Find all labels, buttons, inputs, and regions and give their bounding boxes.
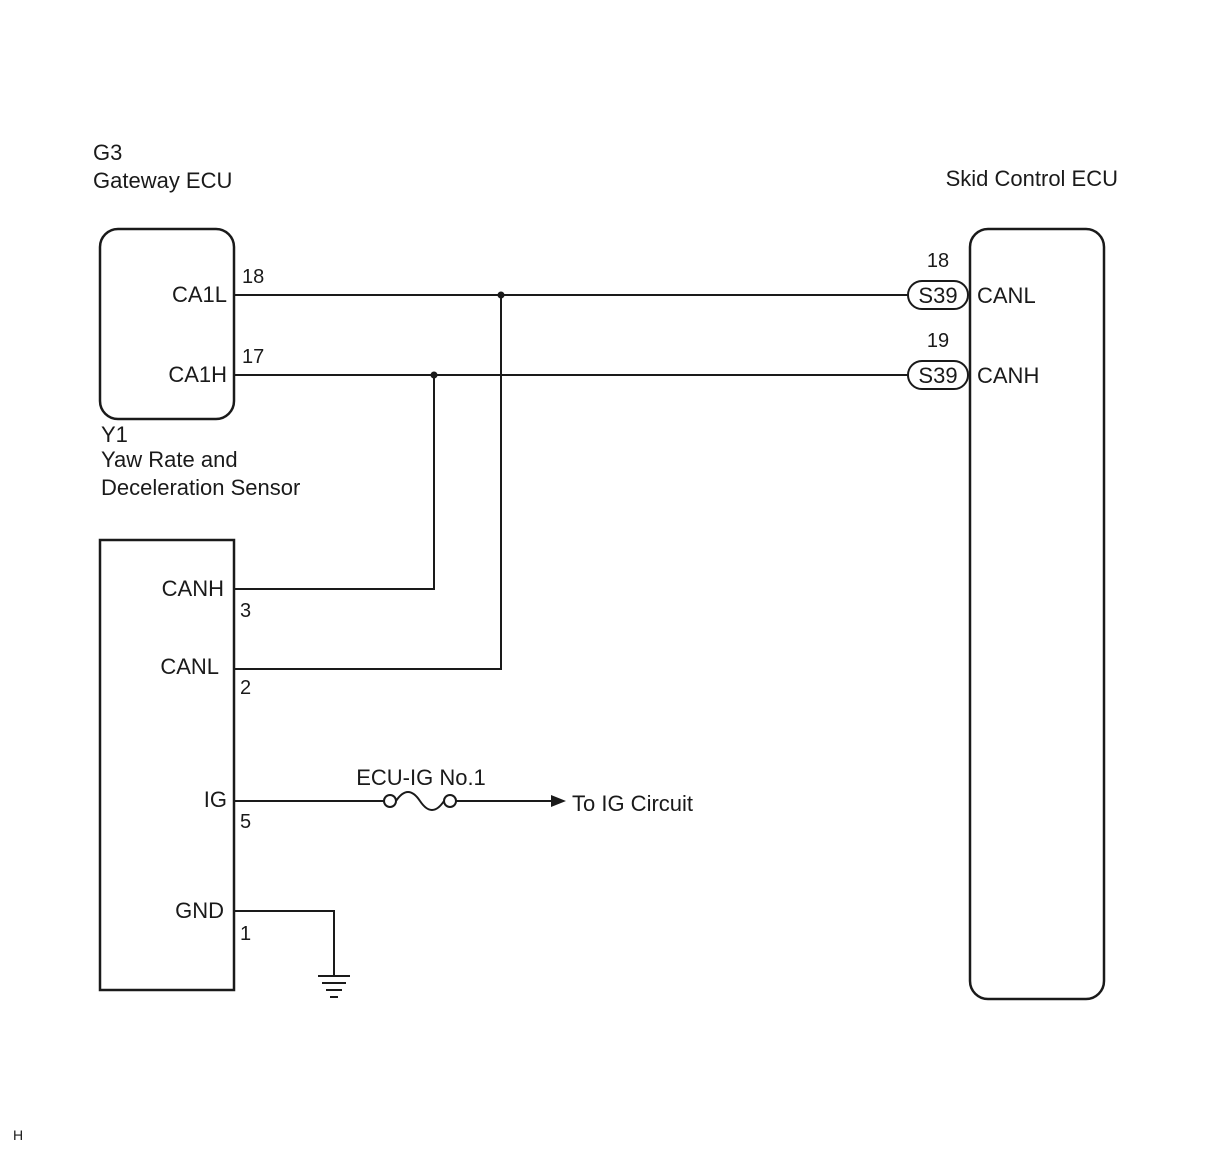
skid-pin-canh-name: CANH [977,363,1039,388]
yaw-sensor-name-line2: Deceleration Sensor [101,475,300,500]
fuse-right-terminal [443,794,457,808]
yaw-sensor-code: Y1 [101,422,128,447]
skid-canh-connector-label: S39 [918,363,957,388]
yaw-pin-gnd-name: GND [175,898,224,923]
yaw-pin-canl-number: 2 [240,677,251,699]
yaw-pin-gnd-number: 1 [240,923,251,945]
skid-control-ecu-name: Skid Control ECU [946,166,1118,191]
yaw-canh-branch-wire [234,375,435,590]
gateway-ecu-code: G3 [93,140,122,165]
yaw-pin-ig-number: 5 [240,811,251,833]
gateway-pin-ca1l-number: 18 [242,266,264,288]
ig-destination-label: To IG Circuit [572,791,693,816]
fuse-icon [395,791,445,811]
yaw-canl-branch-wire [234,295,502,670]
yaw-pin-canl-name: CANL [160,654,219,679]
yaw-sensor-box [98,538,236,992]
gateway-pin-ca1h-name: CA1H [168,362,227,387]
skid-pin-canl-number: 18 [927,250,949,272]
yaw-pin-ig-name: IG [204,787,227,812]
gateway-ecu-name: Gateway ECU [93,168,232,193]
corner-mark: H [13,1127,23,1143]
fuse-left-terminal [383,794,397,808]
ground-icon [318,975,350,998]
can-low-splice-dot [497,291,505,299]
yaw-pin-canh-name: CANH [162,576,224,601]
gnd-wire [234,910,335,976]
fuse-label: ECU-IG No.1 [356,765,486,790]
skid-pin-canh-number: 19 [927,330,949,352]
gateway-pin-ca1l-name: CA1L [172,282,227,307]
skid-control-ecu-box [968,227,1106,1001]
can-high-splice-dot [430,371,438,379]
arrow-right-icon [551,795,566,807]
yaw-sensor-name-line1: Yaw Rate and [101,447,238,472]
gateway-pin-ca1h-number: 17 [242,346,264,368]
yaw-pin-canh-number: 3 [240,600,251,622]
gateway-ecu-box [98,227,236,421]
skid-canl-connector-label: S39 [918,283,957,308]
skid-pin-canl-name: CANL [977,283,1036,308]
